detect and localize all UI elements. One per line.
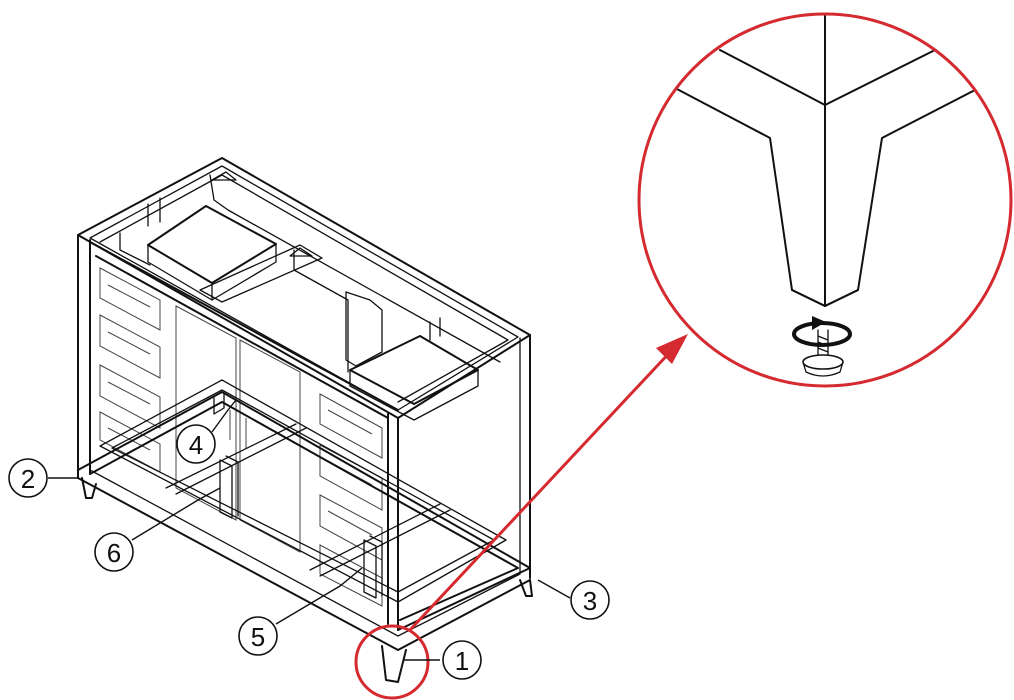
zoom-pointer [354, 334, 688, 700]
callout-4: 4 [189, 430, 203, 460]
rotate-arrow-icon [792, 316, 852, 347]
callout-2: 2 [21, 464, 35, 494]
leg-highlight-circle [354, 624, 430, 700]
callout-1: 1 [455, 646, 469, 676]
callout-6: 6 [107, 538, 121, 568]
callout-3: 3 [583, 586, 597, 616]
callout-5: 5 [251, 622, 265, 652]
leg-detail-magnified [637, 12, 1013, 388]
callouts: 1 2 3 4 5 6 [8, 399, 610, 680]
leveling-foot-icon [802, 329, 844, 377]
zoom-frame-circle [637, 12, 1013, 388]
cabinet-drawing [77, 157, 533, 683]
